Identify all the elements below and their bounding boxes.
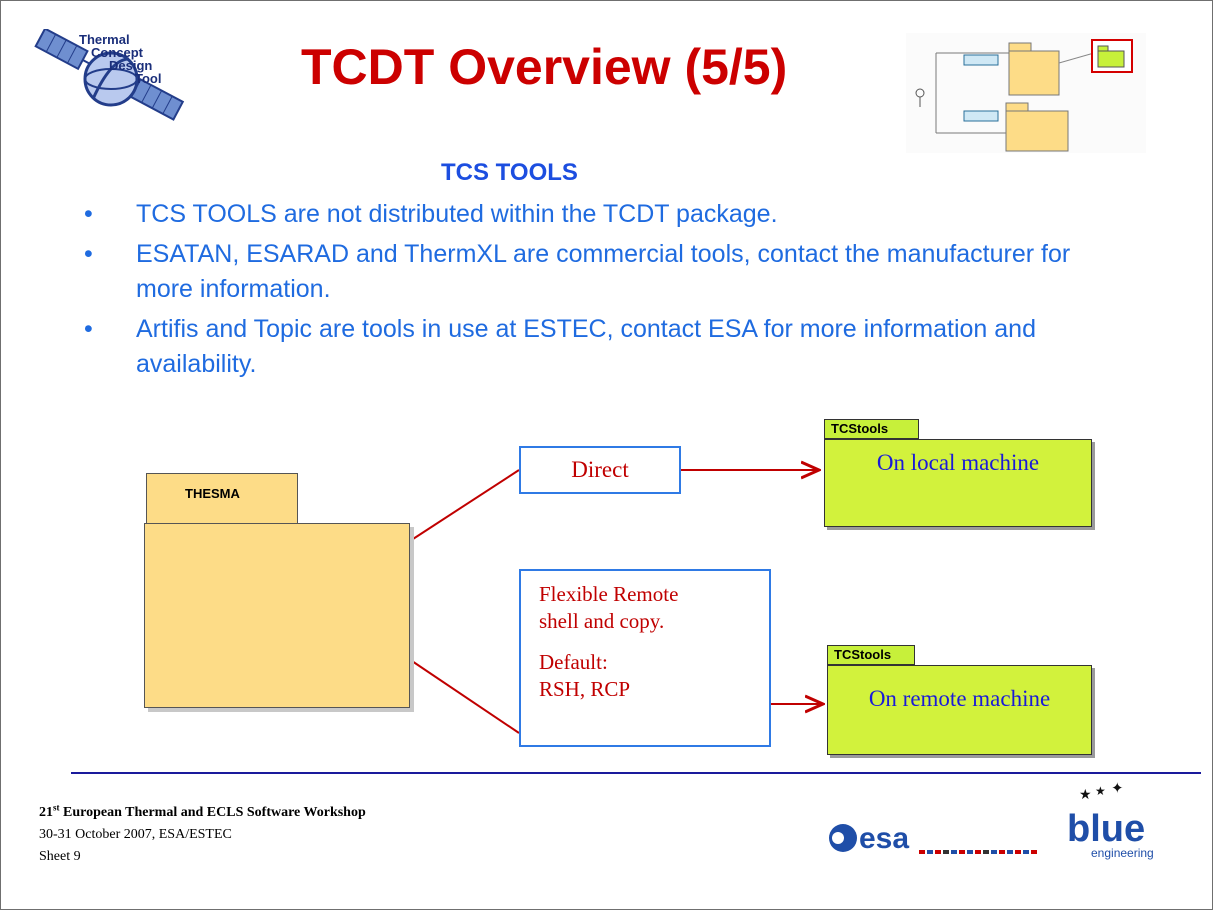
bullet-item: • TCS TOOLS are not distributed within t… [76,197,1156,232]
remote-box: Flexible Remote shell and copy. Default:… [519,569,771,747]
direct-box: Direct [519,446,681,494]
tcstools-remote-package: On remote machine [827,665,1092,755]
blue-logo-subtext: engineering [1091,846,1154,860]
star-icon: ✦ [1111,781,1124,797]
esa-logo-icon: esa [829,822,1037,855]
bullet-list: • TCS TOOLS are not distributed within t… [76,197,1156,387]
esa-logo: esa [823,806,1043,861]
overview-diagram-icon [906,33,1146,153]
connector-thesma-direct [412,469,520,540]
bullet-item: • ESATAN, ESARAD and ThermXL are commerc… [76,237,1086,307]
bullet-text: TCS TOOLS are not distributed within the… [136,200,778,228]
remote-line-2: shell and copy. [539,609,665,633]
bullet-dot: • [84,200,93,228]
tcstools-local-tab-label: TCStools [831,421,889,436]
bullet-text: ESATAN, ESARAD and ThermXL are commercia… [136,240,1071,303]
footer-line-1: 21st European Thermal and ECLS Software … [39,802,366,820]
thesma-package [144,523,410,708]
esa-logo-text: esa [859,822,909,855]
direct-label: Direct [571,457,629,482]
remote-line-3: Default: [539,650,608,674]
thesma-label: THESMA [185,486,240,501]
tcstools-remote-tab: TCStools [827,645,915,665]
overview-thumbnail [906,33,1146,153]
tcstools-remote-tab-label: TCStools [834,647,892,662]
bullet-dot: • [84,240,93,268]
bullet-item: • Artifis and Topic are tools in use at … [76,312,1156,382]
tcstools-local-package: On local machine [824,439,1092,527]
blue-engineering-logo: ★ ★ ✦ blue engineering [1051,779,1191,861]
satellite-logo-icon [34,27,185,121]
star-icon: ★ [1095,784,1106,798]
blue-engineering-logo-icon: ★ ★ ✦ blue engineering [1067,779,1154,860]
bullet-text: Artifis and Topic are tools in use at ES… [136,315,1036,378]
tcdt-logo: Thermal Concept Design Tool [31,27,191,121]
logo-text-thermal: Thermal [79,32,130,47]
esa-flags-strip [919,850,1037,854]
blue-logo-text: blue [1067,808,1145,850]
logo-text-concept: Concept [91,45,143,60]
footer-divider [71,772,1201,774]
remote-line-1: Flexible Remote [539,582,679,606]
tcstools-local-text: On local machine [876,450,1040,475]
remote-line-4: RSH, RCP [539,677,631,701]
tcstools-local-tab: TCStools [824,419,919,439]
star-icon: ★ [1079,787,1092,803]
footer-line-3: Sheet 9 [39,848,81,864]
footer-line-2: 30-31 October 2007, ESA/ESTEC [39,826,232,842]
footer-info: 21st European Thermal and ECLS Software … [39,796,366,868]
slide-title: TCDT Overview (5/5) [301,39,788,95]
logo-text-design: Design [109,58,153,73]
logo-text-tool: Tool [135,71,162,86]
bullet-dot: • [84,315,93,343]
thesma-package-tab: THESMA [146,473,298,527]
tcstools-remote-text: On remote machine [868,686,1051,711]
slide-subtitle: TCS TOOLS [441,159,578,186]
connector-thesma-remote [405,656,520,734]
